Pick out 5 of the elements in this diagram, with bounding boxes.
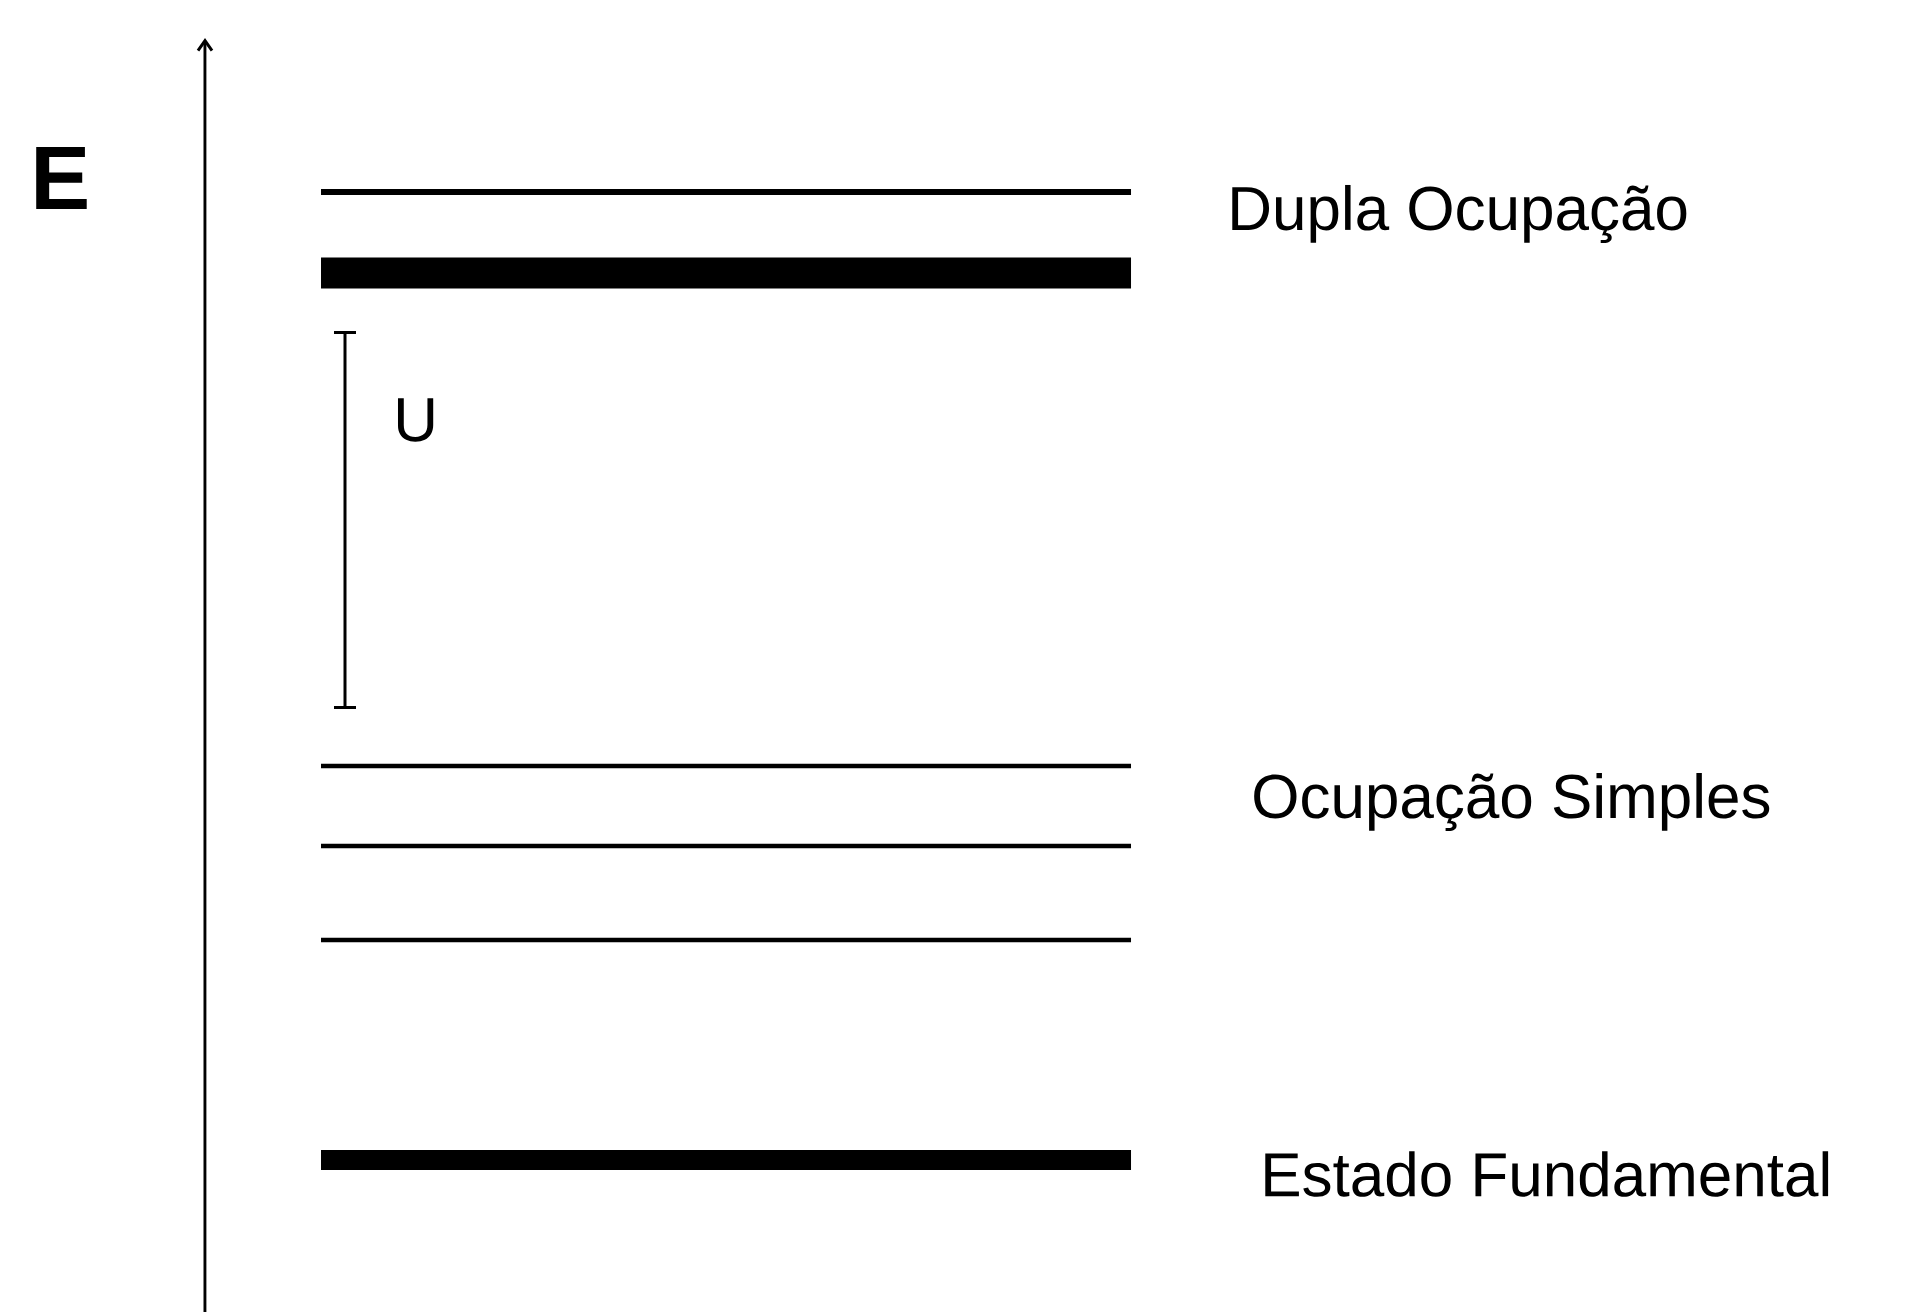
- level-label: Ocupação Simples: [1254, 772, 1770, 832]
- dimension-label: U: [398, 398, 434, 442]
- level-label: Estado Fundamental: [1265, 1151, 1829, 1197]
- axis-label: E: [36, 147, 87, 209]
- level-label: Dupla Ocupação: [1232, 184, 1687, 243]
